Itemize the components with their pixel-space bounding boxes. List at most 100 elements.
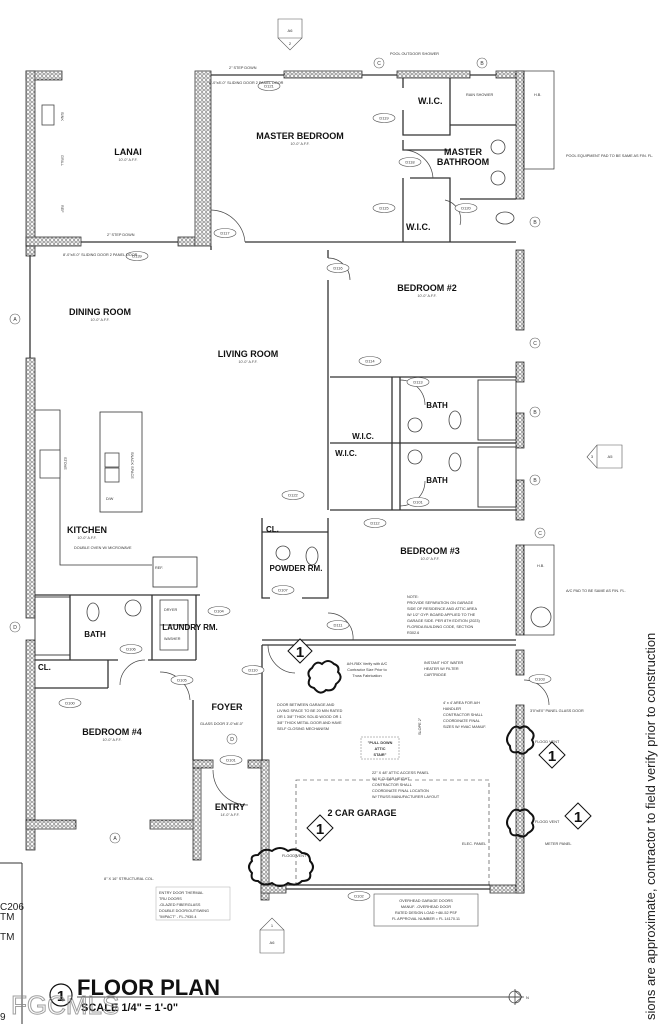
svg-text:1: 1 [316,821,324,838]
room-closet-2: CL. [38,663,51,672]
svg-text:10'-0" A.F.F.: 10'-0" A.F.F. [91,318,110,322]
room-closet-1: CL. [266,525,279,534]
svg-text:D110: D110 [248,668,258,673]
note-attic-panel: 22" X 48" ATTIC ACCESS PANEL W/ 6' CLEAR… [372,771,440,799]
svg-text:"PULL DOWN: "PULL DOWN [368,741,393,745]
svg-text:W/ 6' CLEAR HEIGHT: W/ 6' CLEAR HEIGHT [372,777,410,781]
svg-text:D116: D116 [333,266,343,271]
room-entry: ENTRY [215,802,245,812]
svg-text:SIDE OF RESIDENCE AND ATTIC AR: SIDE OF RESIDENCE AND ATTIC AREA [407,607,477,611]
svg-text:A5: A5 [608,454,614,459]
room-labels: LANAI 10'-0" A.F.F. MASTER BEDROOM 10'-0… [38,96,489,818]
door-tag-d139: D139 [125,251,149,261]
svg-text:"IMPACT" - FL-7930.4: "IMPACT" - FL-7930.4 [159,915,196,919]
svg-text:1: 1 [296,644,304,661]
svg-text:DRYER: DRYER [164,608,177,612]
title-block-fragment: C206 TM TM 9 [0,862,24,1024]
door-tag-d112: D112 [363,518,387,528]
svg-text:LIVING SPACE TO BE 20 MIN RATE: LIVING SPACE TO BE 20 MIN RATED [277,709,343,713]
svg-text:D112: D112 [370,521,380,526]
note-water-heater: INSTANT HOT WATER HEATER W/ FILTER CARTR… [424,661,463,677]
note-door-between: DOOR BETWEEN GARAGE AND LIVING SPACE TO … [277,703,343,731]
grid-marker-c-right2: C [534,527,546,539]
svg-text:ATTIC: ATTIC [375,747,386,751]
svg-text:10'-0" A.F.F.: 10'-0" A.F.F. [418,294,437,298]
svg-text:2" STEP DOWN: 2" STEP DOWN [107,233,135,237]
svg-text:10'-0" A.F.F.: 10'-0" A.F.F. [421,557,440,561]
svg-text:FL APPROVAL NUMBER = FL 14170.: FL APPROVAL NUMBER = FL 14170.11 [392,917,460,921]
svg-text:D101: D101 [413,500,423,505]
room-wic-master-1: W.I.C. [418,96,443,106]
drawing-title: 1 FLOOR PLAN SCALE 1/4" = 1'-0" [49,975,520,1014]
exterior-walls [25,70,525,901]
note-entry-door: ENTRY DOOR THERMAL TRU DOORS -GLAZED FIB… [155,886,231,921]
svg-text:ENTRY DOOR THERMAL: ENTRY DOOR THERMAL [159,891,203,895]
svg-text:2: 2 [289,41,292,46]
svg-text:CARTRIDGE: CARTRIDGE [424,673,447,677]
svg-text:A6: A6 [288,28,294,33]
svg-text:W/ 1/2" GYP. BOARD APPLIED TO: W/ 1/2" GYP. BOARD APPLIED TO THE [407,613,476,617]
svg-text:D118: D118 [405,160,415,165]
svg-text:D114: D114 [365,359,375,364]
door-tag-d100: D100 [58,698,82,708]
room-bath-2: BATH [426,476,448,485]
room-garage: 2 CAR GARAGE [327,808,396,818]
svg-text:BATHROOM: BATHROOM [437,157,489,167]
svg-text:OVERHEAD GARAGE DOORS: OVERHEAD GARAGE DOORS [399,899,453,903]
svg-text:FLORIDA BUILDING CODE, SECTION: FLORIDA BUILDING CODE, SECTION [407,625,474,629]
svg-text:FLOOD VENT: FLOOD VENT [535,820,560,824]
svg-text:C206: C206 [0,902,24,913]
svg-text:NOTE:: NOTE: [407,595,419,599]
svg-text:1: 1 [57,988,65,1005]
svg-text:3: 3 [591,454,594,459]
revision-diamonds: 1 1 1 1 [287,638,592,842]
grid-marker-b-right2: B [529,406,541,418]
svg-text:SELF CLOSING MECHANISM: SELF CLOSING MECHANISM [277,727,329,731]
svg-text:B: B [533,220,537,226]
room-bedroom-4: BEDROOM #4 [82,727,142,737]
svg-text:SIZES W/ HVAC MANUF.: SIZES W/ HVAC MANUF. [443,725,486,729]
fixtures [39,104,552,651]
svg-text:C: C [538,531,542,537]
svg-text:A: A [113,836,117,842]
svg-text:DOUBLE OVEN W/ MICROWAVE: DOUBLE OVEN W/ MICROWAVE [74,546,132,550]
svg-text:REF: REF [60,205,64,213]
svg-text:PROVIDE SEPARATION ON GARAGE: PROVIDE SEPARATION ON GARAGE [407,601,474,605]
grid-marker-b-top: B [476,57,488,69]
section-marker-bottom: 1 A6 [259,917,285,954]
svg-text:14'-0" A.F.F.: 14'-0" A.F.F. [221,813,240,817]
svg-text:D/W: D/W [106,497,114,501]
note-separation: NOTE: PROVIDE SEPARATION ON GARAGE SIDE … [407,595,481,635]
svg-text:A/C PAD TO BE SAME AS FIN. FL.: A/C PAD TO BE SAME AS FIN. FL. [566,589,626,593]
svg-text:D: D [13,625,17,631]
svg-text:22" X 48" ATTIC ACCESS PANEL: 22" X 48" ATTIC ACCESS PANEL [372,771,429,775]
room-foyer: FOYER [211,702,243,712]
door-tag-d117: D117 [213,228,237,238]
svg-text:COORDINATE FINAL: COORDINATE FINAL [443,719,480,723]
svg-text:Contractor Size Prior to: Contractor Size Prior to [347,668,386,672]
svg-text:RAIN SHOWER: RAIN SHOWER [466,93,493,97]
svg-text:D122: D122 [288,493,298,498]
svg-text:D117: D117 [220,231,230,236]
svg-text:B: B [533,410,537,416]
door-tag-d101: D101 [406,497,430,507]
section-marker-right: 3 A5 [586,444,623,469]
svg-text:10'-0" A.F.F.: 10'-0" A.F.F. [291,142,310,146]
grid-marker-c-top: C [373,57,385,69]
svg-text:-GLAZED FIBERGLASS: -GLAZED FIBERGLASS [159,903,201,907]
room-powder: POWDER RM. [270,564,323,573]
grid-marker-c-right: C [529,337,541,349]
svg-text:3/8" THICK METAL DOOR AND HAVE: 3/8" THICK METAL DOOR AND HAVE [277,721,342,725]
grid-marker-d-left: D [9,621,21,633]
svg-text:POOL EQUIPMENT PAD TO BE SAME: POOL EQUIPMENT PAD TO BE SAME AS FIN. FL… [566,154,653,158]
room-master-bathroom: MASTER [444,147,483,157]
svg-text:Truss Fabrication: Truss Fabrication [352,674,381,678]
svg-text:GARAGE SIDE. PER 8TH EDITION (: GARAGE SIDE. PER 8TH EDITION (2023) [407,619,481,623]
door-tag-d121: D121 [257,81,281,91]
svg-text:D102: D102 [354,894,364,899]
door-tag-d119: D119 [372,113,396,123]
attic-stair-box: "PULL DOWN ATTIC STAIR" [360,736,400,760]
door-tag-d103: D103 [528,674,552,684]
door-tag-d111: D111 [326,620,350,630]
svg-text:D113: D113 [413,380,423,385]
